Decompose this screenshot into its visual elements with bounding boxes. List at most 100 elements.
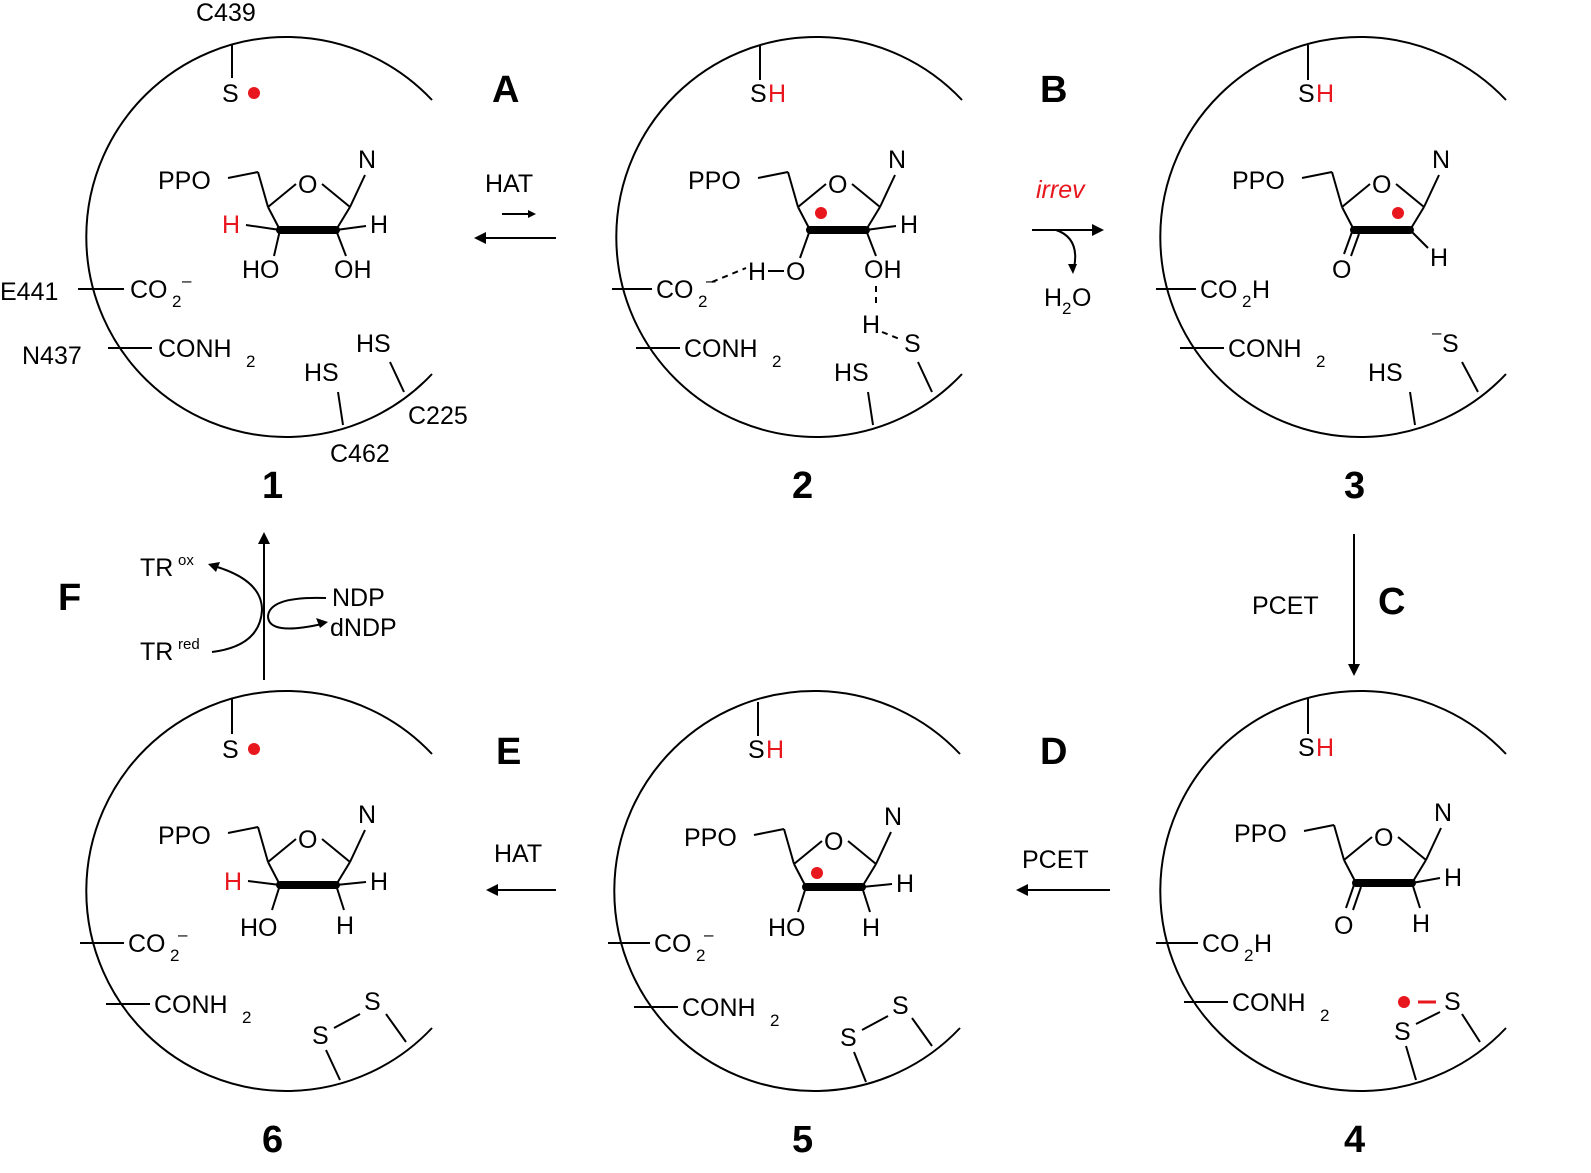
svg-text:H: H bbox=[768, 80, 786, 108]
svg-text:H: H bbox=[896, 870, 914, 898]
svg-text:H: H bbox=[370, 211, 388, 239]
svg-text:S: S bbox=[892, 992, 909, 1020]
protein-pocket-1 bbox=[85, 36, 433, 438]
svg-text:2: 2 bbox=[1320, 1006, 1329, 1025]
svg-text:S: S bbox=[904, 330, 921, 358]
svg-text:2: 2 bbox=[172, 292, 181, 311]
step-f-label: F bbox=[58, 577, 81, 619]
svg-text:O: O bbox=[1332, 256, 1351, 284]
svg-text:CO: CO bbox=[1200, 276, 1238, 304]
svg-text:CO: CO bbox=[654, 930, 692, 958]
pcet-label-c: PCET bbox=[1252, 592, 1319, 620]
protein-pocket-4 bbox=[1159, 690, 1507, 1092]
tr-ox-label: TR bbox=[140, 554, 173, 582]
svg-text:CONH: CONH bbox=[684, 335, 758, 363]
svg-text:–: – bbox=[1432, 323, 1442, 342]
svg-text:S: S bbox=[1298, 80, 1315, 108]
svg-text:H: H bbox=[1430, 244, 1448, 272]
compound-6-label: 6 bbox=[262, 1119, 283, 1161]
svg-text:red: red bbox=[178, 636, 200, 653]
svg-text:S: S bbox=[840, 1024, 857, 1052]
thiyl-s-1: S bbox=[222, 80, 239, 108]
protein-pocket-3 bbox=[1159, 36, 1507, 438]
svg-text:S: S bbox=[312, 1022, 329, 1050]
svg-text:H: H bbox=[1252, 276, 1270, 304]
svg-text:O: O bbox=[1334, 912, 1353, 940]
hat-label-a: HAT bbox=[485, 170, 533, 198]
svg-text:O: O bbox=[1072, 284, 1091, 312]
svg-text:HS: HS bbox=[834, 359, 869, 387]
svg-text:2: 2 bbox=[1062, 299, 1071, 318]
irrev-label: irrev bbox=[1036, 176, 1086, 204]
svg-text:PPO: PPO bbox=[684, 824, 737, 852]
svg-text:HO: HO bbox=[768, 914, 806, 942]
radical-dot bbox=[811, 867, 823, 879]
svg-text:N: N bbox=[1434, 799, 1452, 827]
svg-text:H: H bbox=[370, 868, 388, 896]
step-c-arrow: PCET C bbox=[1252, 534, 1405, 676]
svg-text:OH: OH bbox=[334, 256, 372, 284]
svg-text:N: N bbox=[888, 146, 906, 174]
svg-text:H: H bbox=[336, 912, 354, 940]
svg-text:H: H bbox=[900, 211, 918, 239]
svg-text:H: H bbox=[1044, 284, 1062, 312]
svg-text:HS: HS bbox=[356, 330, 391, 358]
radical-dot bbox=[1392, 207, 1404, 219]
svg-text:CONH: CONH bbox=[154, 991, 228, 1019]
svg-text:H: H bbox=[748, 258, 766, 286]
svg-text:2: 2 bbox=[696, 946, 705, 965]
svg-text:PPO: PPO bbox=[1234, 820, 1287, 848]
svg-text:CONH: CONH bbox=[1228, 335, 1302, 363]
c3-hydrogen: H bbox=[224, 868, 242, 896]
residue-n437: N437 bbox=[22, 342, 82, 370]
svg-text:PPO: PPO bbox=[1232, 167, 1285, 195]
svg-text:–: – bbox=[704, 925, 714, 944]
svg-text:PPO: PPO bbox=[688, 167, 741, 195]
compound-1-label: 1 bbox=[262, 465, 283, 507]
svg-text:2: 2 bbox=[1316, 352, 1325, 371]
svg-text:O: O bbox=[824, 828, 843, 856]
step-b-label: B bbox=[1040, 69, 1067, 111]
ppo-label: PPO bbox=[158, 167, 211, 195]
svg-text:PPO: PPO bbox=[158, 822, 211, 850]
residue-c462: C462 bbox=[330, 440, 390, 468]
svg-text:–: – bbox=[178, 925, 188, 944]
svg-text:O: O bbox=[786, 258, 805, 286]
svg-text:O: O bbox=[1372, 171, 1391, 199]
step-e-arrow: E HAT bbox=[486, 731, 556, 896]
protein-pocket-2 bbox=[615, 36, 963, 438]
svg-text:O: O bbox=[298, 826, 317, 854]
residue-e441: E441 bbox=[0, 278, 58, 306]
svg-text:O: O bbox=[1374, 824, 1393, 852]
svg-text:2: 2 bbox=[770, 1011, 779, 1030]
step-c-label: C bbox=[1378, 581, 1405, 623]
svg-text:S: S bbox=[222, 736, 239, 764]
svg-text:S: S bbox=[364, 988, 381, 1016]
svg-text:H: H bbox=[862, 311, 880, 339]
svg-text:OH: OH bbox=[864, 256, 902, 284]
svg-text:2: 2 bbox=[1242, 292, 1251, 311]
svg-text:H: H bbox=[766, 736, 784, 764]
svg-text:N: N bbox=[884, 803, 902, 831]
hat-label-e: HAT bbox=[494, 840, 542, 868]
svg-text:2: 2 bbox=[170, 946, 179, 965]
svg-text:HS: HS bbox=[1368, 359, 1403, 387]
svg-text:2: 2 bbox=[246, 352, 255, 371]
svg-text:2: 2 bbox=[772, 352, 781, 371]
svg-text:H: H bbox=[1316, 80, 1334, 108]
svg-text:H: H bbox=[1254, 930, 1272, 958]
svg-text:CO: CO bbox=[656, 276, 694, 304]
radical-dot bbox=[248, 87, 260, 99]
svg-text:S: S bbox=[1444, 988, 1461, 1016]
svg-text:CO: CO bbox=[130, 276, 168, 304]
svg-text:2: 2 bbox=[242, 1008, 251, 1027]
svg-text:HO: HO bbox=[240, 914, 278, 942]
